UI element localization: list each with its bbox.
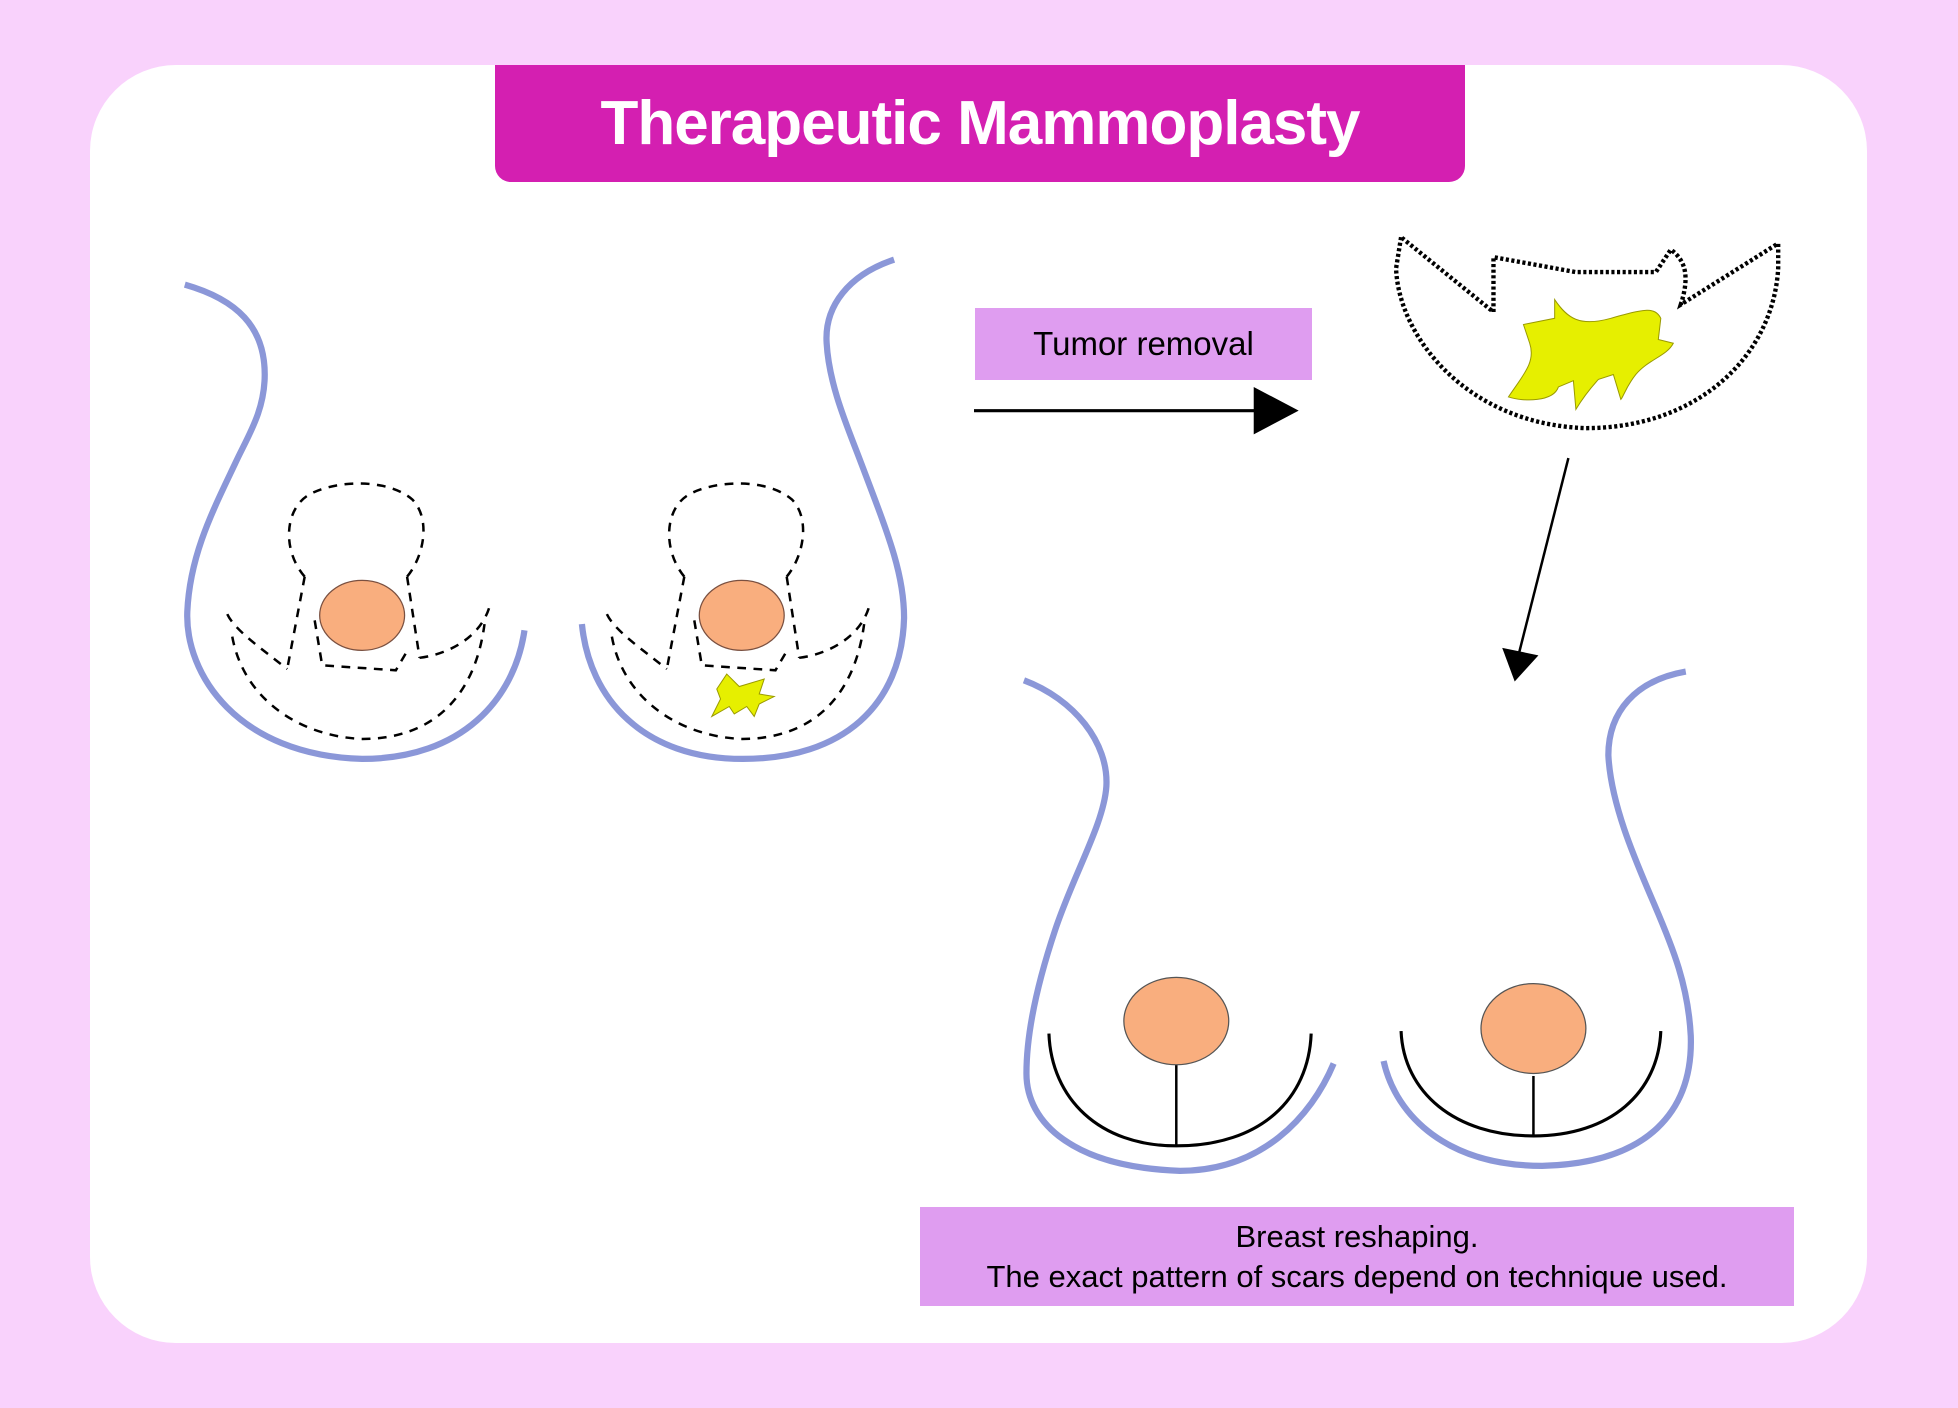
tumor-removal-label: Tumor removal bbox=[975, 308, 1312, 380]
title-banner: Therapeutic Mammoplasty bbox=[495, 65, 1465, 182]
breast-reshaped-left bbox=[1022, 677, 1337, 1174]
wise-pattern-marking bbox=[605, 482, 871, 741]
breast-outline bbox=[1380, 668, 1694, 1169]
nipple-areola bbox=[1480, 982, 1587, 1075]
content-panel bbox=[90, 65, 1867, 1343]
reshaping-arrow bbox=[1502, 457, 1570, 682]
reshaping-caption-line2: The exact pattern of scars depend on tec… bbox=[986, 1258, 1728, 1294]
page-title: Therapeutic Mammoplasty bbox=[600, 89, 1360, 158]
nipple-areola bbox=[319, 579, 406, 651]
breast-outline bbox=[1022, 677, 1337, 1174]
reshaping-caption-line1: Breast reshaping. bbox=[1235, 1218, 1479, 1254]
tumor-removal-arrow bbox=[974, 386, 1299, 435]
specimen-outline bbox=[1393, 233, 1781, 431]
arrowhead-right-icon bbox=[1253, 386, 1299, 435]
breast-with-tumor bbox=[578, 256, 908, 763]
tumor-shape bbox=[710, 673, 776, 718]
nipple-areola bbox=[1123, 976, 1230, 1066]
reshaping-caption: Breast reshaping. The exact pattern of s… bbox=[920, 1207, 1794, 1306]
breast-outline bbox=[578, 256, 908, 763]
breast-preop bbox=[183, 281, 528, 763]
excised-specimen bbox=[1393, 233, 1781, 431]
breast-outline bbox=[183, 281, 528, 763]
breast-reshaped-right bbox=[1380, 668, 1694, 1169]
tumor-shape bbox=[1507, 297, 1675, 411]
tumor-removal-text: Tumor removal bbox=[1033, 325, 1254, 362]
wise-pattern-marking bbox=[226, 482, 491, 741]
arrowhead-down-icon bbox=[1502, 647, 1539, 682]
nipple-areola bbox=[698, 579, 785, 651]
